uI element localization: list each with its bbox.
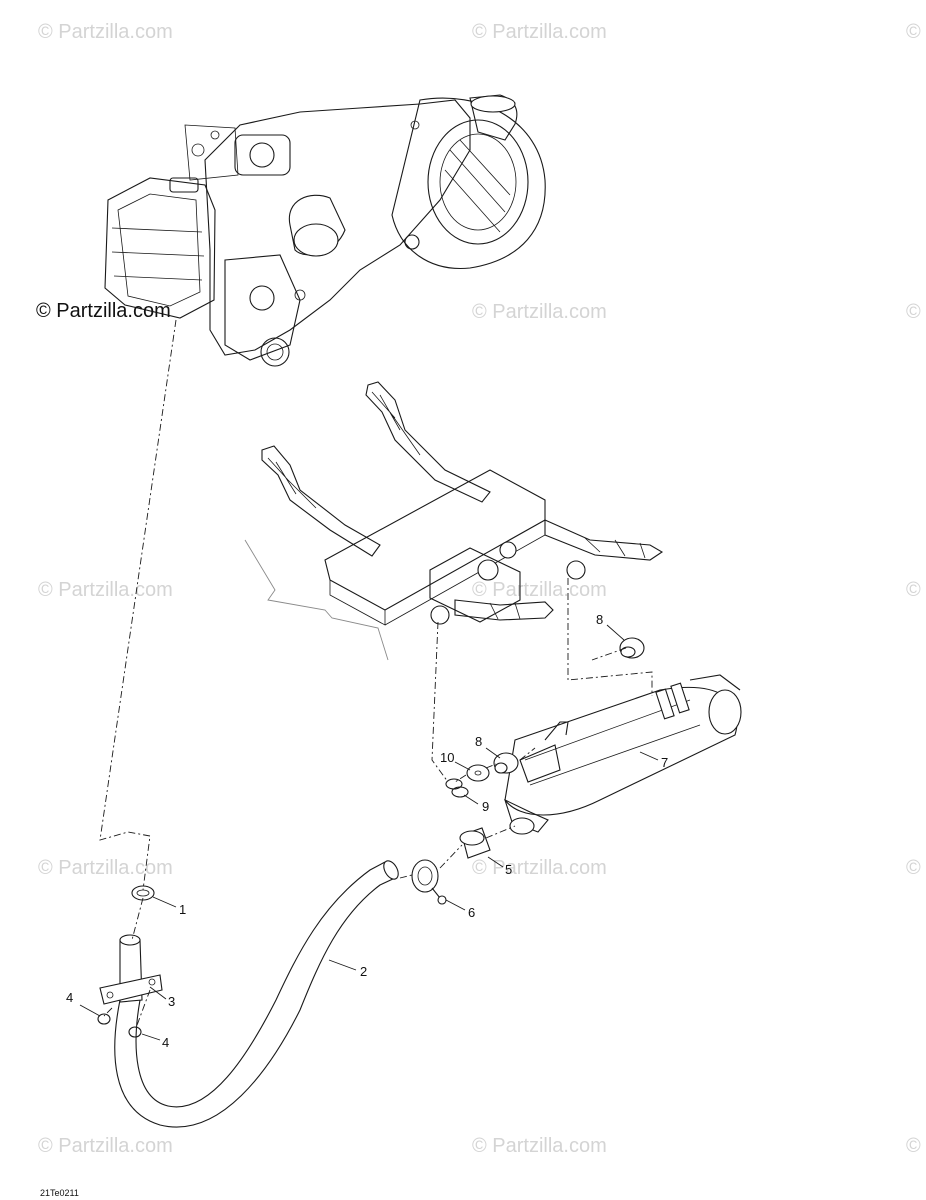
engine-assembly — [104, 94, 546, 367]
spring-clip — [445, 778, 469, 798]
washer — [466, 764, 490, 782]
watermark-edge: © — [906, 579, 921, 601]
watermark-layer: © Partzilla.com © Partzilla.com © © Part… — [38, 21, 921, 1157]
watermark: © Partzilla.com — [472, 21, 607, 43]
watermark: © Partzilla.com — [472, 857, 607, 879]
callout-8-lower: 8 — [475, 734, 482, 749]
watermark: © Partzilla.com — [472, 579, 607, 601]
clamp — [411, 859, 447, 905]
watermark-dark: © Partzilla.com — [36, 300, 171, 322]
watermark: © Partzilla.com — [472, 301, 607, 323]
callout-3: 3 — [168, 994, 175, 1009]
callout-10: 10 — [440, 750, 454, 765]
watermark: © Partzilla.com — [38, 21, 173, 43]
watermark: © Partzilla.com — [38, 579, 173, 601]
assembly-guide-lines — [99, 319, 653, 1029]
callout-7: 7 — [661, 755, 668, 770]
leader-lines — [79, 624, 659, 1041]
callout-labels: 1 2 3 4 4 5 6 7 8 8 9 10 — [66, 612, 668, 1050]
gasket-ring — [131, 885, 155, 901]
callout-5: 5 — [505, 862, 512, 877]
callout-6: 6 — [468, 905, 475, 920]
exhaust-pipe — [114, 860, 399, 1128]
callout-1: 1 — [179, 902, 186, 917]
callout-4-right: 4 — [162, 1035, 169, 1050]
callout-4-left: 4 — [66, 990, 73, 1005]
watermark: © Partzilla.com — [472, 1135, 607, 1157]
callout-9: 9 — [482, 799, 489, 814]
watermark-edge: © — [906, 21, 921, 43]
flange-pipe — [99, 934, 163, 1005]
frame-assembly — [244, 381, 664, 661]
watermark-edge: © — [906, 857, 921, 879]
grommet-upper — [619, 637, 645, 659]
nut-left — [97, 1013, 111, 1025]
muffler — [504, 674, 742, 835]
watermark-edge: © — [906, 1135, 921, 1157]
watermark-edge: © — [906, 301, 921, 323]
watermark: © Partzilla.com — [38, 1135, 173, 1157]
callout-2: 2 — [360, 964, 367, 979]
nut-right — [128, 1026, 142, 1038]
sleeve — [459, 827, 491, 859]
callout-8-upper: 8 — [596, 612, 603, 627]
diagram-code: 21Te0211 — [40, 1188, 79, 1198]
watermark: © Partzilla.com — [38, 857, 173, 879]
